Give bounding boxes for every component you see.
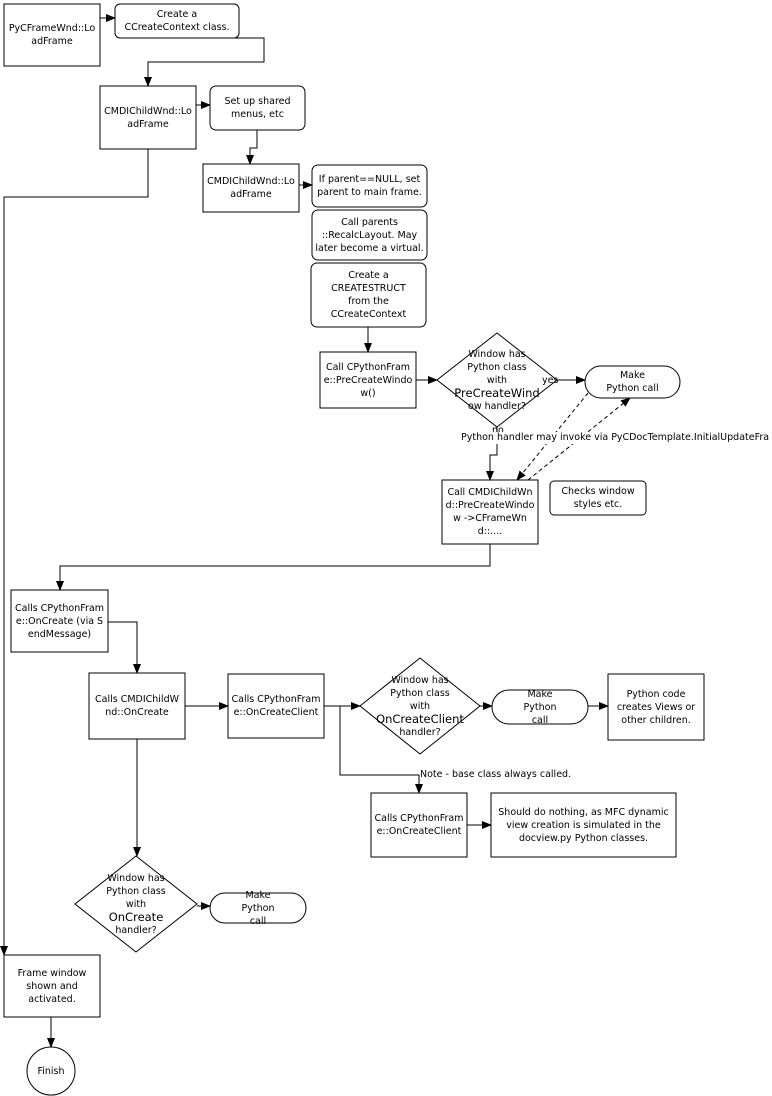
label-make-python-call-2: Make Python call bbox=[523, 688, 557, 726]
box-frame-window-shown bbox=[3, 954, 101, 1018]
diamond1-text-pre: Window has Python class with bbox=[467, 348, 527, 386]
label-calls-oncreateclient-2: Calls CPythonFrame::OnCreateClient bbox=[374, 813, 464, 837]
label-make-python-call-1: Make Python call bbox=[606, 370, 659, 394]
diamond1-text-post: ow handler? bbox=[468, 400, 526, 412]
label-call-parents-recalclayout: Call parents ::RecalcLayout. May later b… bbox=[315, 216, 424, 254]
label-python-code-creates-views: Python code creates Views or other child… bbox=[616, 688, 696, 726]
label-diamond-oncreateclient: Window has Python class with OnCreateCli… bbox=[370, 672, 470, 740]
box-pycframewnd-loadframe bbox=[3, 3, 101, 67]
label-if-parent-null: If parent==NULL, set parent to main fram… bbox=[317, 174, 422, 198]
arrow-n11-n13 bbox=[56, 544, 491, 591]
box-call-parents-recalclayout bbox=[311, 209, 428, 261]
box-checks-window-styles bbox=[549, 480, 647, 516]
note-base-class: Note - base class always called. bbox=[420, 769, 572, 781]
label-calls-cmdichildwnd-oncreate: Calls CMDIChildWnd::OnCreate bbox=[94, 694, 179, 718]
label-call-precreatewindow: Call CPythonFrame::PreCreateWindow() bbox=[323, 361, 413, 399]
diamond3-text-post: handler? bbox=[115, 924, 157, 936]
diamond2-text-pre: Window has Python class with bbox=[390, 674, 450, 712]
note-no: no bbox=[492, 425, 504, 436]
label-frame-window-shown: Frame window shown and activated. bbox=[17, 967, 87, 1005]
label-diamond-precreatewindow: Window has Python class with PreCreateWi… bbox=[447, 346, 547, 414]
diamond-oncreate-handler bbox=[74, 855, 198, 953]
diamond-oncreateclient-handler bbox=[359, 657, 481, 755]
arrow-n15-n18 bbox=[339, 706, 423, 794]
label-should-do-nothing: Should do nothing, as MFC dynamic view c… bbox=[498, 806, 669, 844]
arrow-n13-n14 bbox=[108, 621, 141, 674]
diamond2-text-handler-name: OnCreateClient bbox=[376, 711, 464, 726]
label-diamond-oncreate: Window has Python class with OnCreate ha… bbox=[86, 870, 186, 938]
diamond3-text-pre: Window has Python class with bbox=[106, 872, 166, 910]
diamond2-text-post: handler? bbox=[399, 726, 441, 738]
arrow-n4-n5 bbox=[246, 130, 258, 165]
label-cmdichildwnd-loadframe-1: CMDIChildWnd::LoadFrame bbox=[104, 105, 192, 130]
note-yes: yes bbox=[542, 375, 559, 386]
diamond1-text-handler-name: PreCreateWind bbox=[454, 385, 540, 400]
note-python-handler: Python handler may invoke via PyCDocTemp… bbox=[461, 432, 772, 444]
diamond3-text-handler-name: OnCreate bbox=[108, 909, 164, 924]
label-pycframewnd-loadframe: PyCFrameWnd::LoadFrame bbox=[8, 23, 96, 47]
label-set-up-shared-menus: Set up shared menus, etc bbox=[224, 96, 291, 120]
label-make-python-call-3: Make Python call bbox=[241, 889, 275, 927]
label-create-ccreatecontext: Create a CCreateContext class. bbox=[124, 9, 230, 33]
label-finish: Finish bbox=[37, 1065, 65, 1077]
label-call-cmdichildwnd-precreatewindow: Call CMDIChildWnd::PreCreateWindow ->CFr… bbox=[445, 487, 535, 537]
label-calls-oncreateclient-1: Calls CPythonFrame::OnCreateClient bbox=[231, 694, 321, 718]
label-calls-cpythonframe-oncreate: Calls CPythonFrame::OnCreate (via SendMe… bbox=[14, 602, 105, 640]
arrow-n3-n21 bbox=[0, 149, 149, 956]
arrow-n2-n3 bbox=[144, 37, 265, 87]
label-cmdichildwnd-loadframe-2: CMDIChildWnd::LoadFrame bbox=[207, 176, 295, 200]
label-checks-window-styles: Checks window styles etc. bbox=[561, 486, 635, 510]
label-create-createstruct: Create a CREATESTRUCT from the CCreateCo… bbox=[330, 270, 407, 320]
